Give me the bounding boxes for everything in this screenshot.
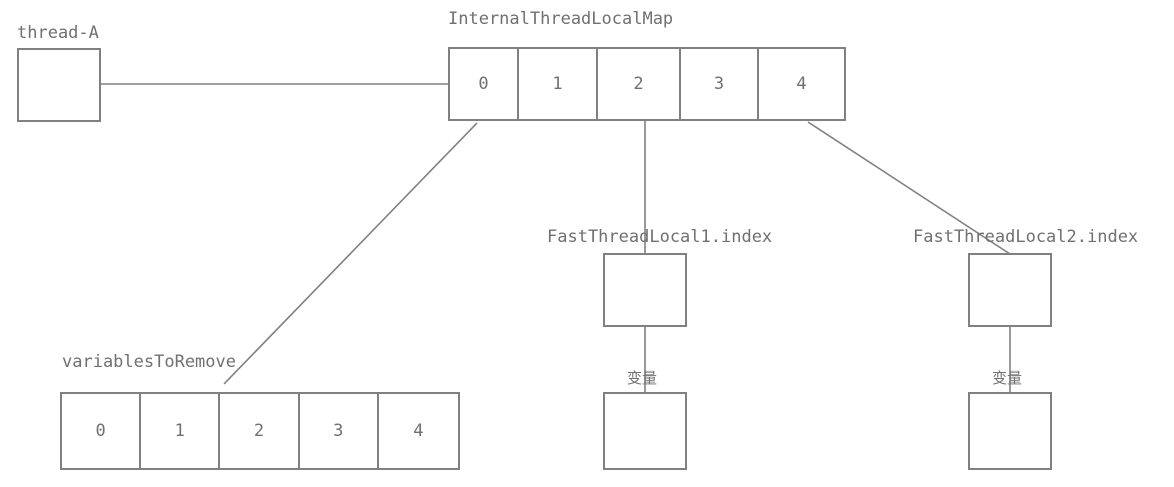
fast-thread-local-2-box xyxy=(968,253,1052,327)
map-cell[interactable]: 3 xyxy=(681,49,759,119)
map-cell[interactable]: 4 xyxy=(796,74,807,94)
thread-a-box xyxy=(17,48,101,122)
map-cell[interactable]: 1 xyxy=(519,49,598,119)
connector-map0-to-variables-to-remove xyxy=(223,122,478,385)
variables-to-remove-cell[interactable]: 0 xyxy=(62,394,142,468)
fast-thread-local-2-label: FastThreadLocal2.index xyxy=(913,227,1139,247)
thread-a-label: thread-A xyxy=(17,23,99,43)
map-cell[interactable]: 0 xyxy=(450,49,519,119)
variable-label-2: 变量 xyxy=(992,369,1023,387)
fast-thread-local-2-value-box xyxy=(968,392,1052,470)
variables-to-remove-label: variablesToRemove xyxy=(62,352,236,372)
internal-thread-local-map-array: 0 1 2 3 4 xyxy=(448,47,846,121)
variable-label-1: 变量 xyxy=(627,369,658,387)
fast-thread-local-1-value-box xyxy=(603,392,687,470)
variables-to-remove-cell[interactable]: 1 xyxy=(141,394,221,468)
fast-thread-local-1-box xyxy=(603,253,687,327)
internal-thread-local-map-label: InternalThreadLocalMap xyxy=(448,9,674,29)
variables-to-remove-cell[interactable]: 2 xyxy=(220,394,300,468)
map-cell[interactable]: 2 xyxy=(598,49,681,119)
variables-to-remove-array: 0 1 2 3 4 xyxy=(60,392,460,470)
fast-thread-local-1-label: FastThreadLocal1.index xyxy=(547,227,773,247)
variables-to-remove-cell[interactable]: 4 xyxy=(413,421,424,441)
variables-to-remove-cell[interactable]: 3 xyxy=(300,394,379,468)
